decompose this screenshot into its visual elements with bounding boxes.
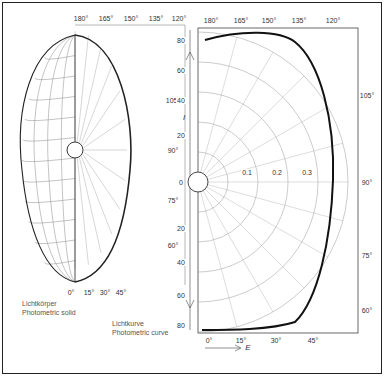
- scale-label: 165°: [233, 17, 249, 24]
- grid-stroke: [201, 37, 237, 172]
- grid-stroke: [81, 66, 111, 144]
- grid-stroke: [205, 189, 304, 288]
- scale-label: 0.2: [271, 169, 283, 176]
- grid-stroke: [201, 192, 237, 327]
- caption-label: Lichtkörper: [22, 300, 57, 307]
- grid-stroke: [35, 240, 75, 244]
- grid-stroke: [29, 220, 75, 224]
- polar-chart: [186, 28, 358, 351]
- scale-label: 80: [176, 322, 186, 329]
- grid-stroke: [77, 159, 88, 265]
- grid-stroke: [83, 91, 120, 146]
- scale-label: 0.1: [241, 169, 253, 176]
- grid-stroke: [207, 187, 328, 257]
- scale-label: 75°: [167, 197, 180, 204]
- scale-label: 45°: [115, 289, 128, 296]
- scale-label: 75°: [361, 252, 374, 259]
- scale-label: 60: [176, 292, 186, 299]
- scale-label: 0°: [67, 289, 76, 296]
- scale-label: 165°: [98, 15, 114, 22]
- grid-stroke: [208, 143, 343, 179]
- scale-label: 60: [176, 67, 186, 74]
- scale-label: 120°: [325, 17, 341, 24]
- grid-stroke: [23, 138, 75, 142]
- grid-stroke: [207, 107, 328, 177]
- grid-stroke: [77, 35, 88, 141]
- scale-label: 20: [176, 132, 186, 139]
- grid-stroke: [29, 97, 75, 101]
- grid-stroke: [198, 32, 348, 332]
- scale-label: 80: [176, 37, 186, 44]
- scale-label: 150°: [261, 17, 277, 24]
- scale-label: 20: [176, 225, 186, 232]
- axis-label: I: [183, 114, 185, 122]
- scale-label: 60°: [167, 242, 180, 249]
- scale-label: 40: [176, 97, 186, 104]
- scale-label: 30°: [99, 289, 112, 296]
- scale-label: 90°: [167, 147, 180, 154]
- scale-label: 30°: [270, 337, 283, 344]
- grid-stroke: [203, 52, 273, 173]
- scale-label: 0°: [205, 337, 214, 344]
- grid-stroke: [35, 76, 75, 80]
- outer-frame: [3, 3, 382, 374]
- scale-label: 0: [178, 179, 184, 186]
- scale-label: 150°: [123, 15, 139, 22]
- grid-stroke: [208, 185, 343, 221]
- grid-stroke: [25, 117, 75, 121]
- grid-stroke: [61, 35, 75, 282]
- grid-stroke: [83, 155, 120, 210]
- scale-label: 0.3: [301, 169, 313, 176]
- caption-label: Photometric curve: [112, 329, 168, 336]
- scale-label: 15°: [83, 289, 96, 296]
- scale-label: 135°: [291, 17, 307, 24]
- grid-stroke: [203, 191, 273, 312]
- scale-label: 105°: [359, 92, 375, 99]
- grid-stroke: [84, 150, 127, 151]
- scale-label: 15°: [235, 337, 248, 344]
- caption-label: Lichtkurve: [112, 320, 144, 327]
- scale-label: 180°: [73, 15, 89, 22]
- grid-stroke: [80, 158, 102, 253]
- grid-stroke: [23, 179, 75, 183]
- photometric-solid: [20, 25, 185, 285]
- axis-label: E: [245, 344, 250, 352]
- grid-stroke: [208, 182, 348, 183]
- grid-stroke: [80, 47, 102, 142]
- scale-label: 135°: [148, 15, 164, 22]
- scale-label: 40: [176, 259, 186, 266]
- grid-stroke: [81, 156, 111, 234]
- scale-label: 120°: [171, 15, 187, 22]
- grid-stroke: [22, 158, 75, 162]
- grid-stroke: [84, 119, 126, 147]
- grid-stroke: [84, 152, 126, 180]
- scale-label: 45°: [307, 337, 320, 344]
- grid-stroke: [25, 199, 75, 203]
- scale-label: 180°: [203, 17, 219, 24]
- scale-label: 60°: [361, 307, 374, 314]
- caption-label: Photometric solid: [22, 309, 76, 316]
- grid-stroke: [45, 56, 75, 60]
- scale-label: 90°: [361, 179, 374, 186]
- grid-stroke: [205, 76, 304, 175]
